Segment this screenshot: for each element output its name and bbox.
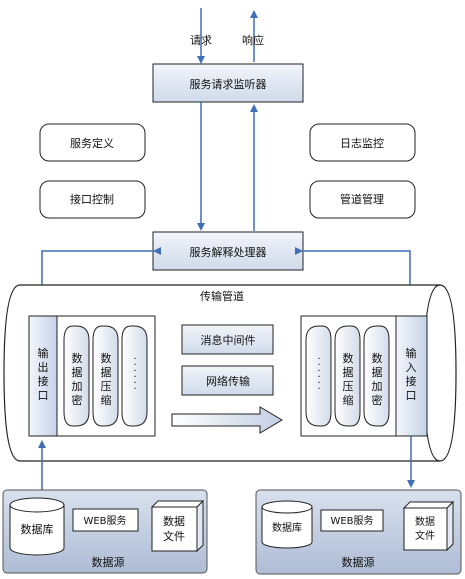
dot: · bbox=[133, 360, 136, 371]
right-process-group: · · · · · · 数 据 压 缩 数 据 加 密 输 入 接 bbox=[300, 315, 428, 437]
web-service-label: WEB服务 bbox=[330, 514, 373, 527]
dot: · bbox=[317, 360, 320, 371]
dot: · bbox=[317, 384, 320, 395]
data-compress-char: 数 bbox=[101, 352, 112, 365]
data-file-label: 文件 bbox=[163, 529, 185, 543]
dot: · bbox=[133, 372, 136, 383]
input-interface-char: 入 bbox=[406, 361, 417, 374]
input-interface-char: 输 bbox=[406, 346, 417, 360]
more-steps-capsule: · · · · · · bbox=[305, 325, 332, 427]
dot: · bbox=[133, 378, 136, 389]
output-interface-char: 接 bbox=[38, 375, 49, 388]
service-request-listener: 服务请求监听器 bbox=[152, 63, 304, 103]
interface-control-label: 接口控制 bbox=[70, 192, 114, 206]
data-encrypt-capsule: 数 据 加 密 bbox=[363, 325, 390, 427]
data-encrypt-char: 数 bbox=[372, 352, 383, 365]
database-icon: 数据库 bbox=[9, 497, 65, 556]
database-icon: 数据库 bbox=[261, 500, 313, 549]
dot: · bbox=[133, 366, 136, 377]
more-steps-capsule: · · · · · · bbox=[121, 325, 148, 427]
dot: · bbox=[133, 354, 136, 365]
web-service-doc: WEB服务 bbox=[320, 509, 384, 532]
data-compress-char: 据 bbox=[343, 365, 354, 379]
data-compress-char: 缩 bbox=[101, 394, 112, 407]
left-process-group: 输 出 接 口 数 据 加 密 数 据 压 缩 · · · · · bbox=[28, 315, 156, 437]
database-label: 数据库 bbox=[272, 521, 302, 534]
service-definition-label: 服务定义 bbox=[70, 136, 114, 150]
input-interface-char: 口 bbox=[406, 389, 417, 402]
dot: · bbox=[317, 378, 320, 389]
output-interface: 输 出 接 口 bbox=[28, 315, 58, 437]
data-compress-capsule: 数 据 压 缩 bbox=[334, 325, 361, 427]
service-parser: 服务解释处理器 bbox=[152, 231, 304, 271]
dot: · bbox=[317, 372, 320, 383]
data-encrypt-char: 据 bbox=[372, 365, 383, 379]
data-compress-char: 压 bbox=[343, 380, 354, 393]
output-interface-char: 出 bbox=[38, 360, 49, 374]
data-compress-char: 数 bbox=[343, 352, 354, 365]
output-interface-char: 输 bbox=[38, 346, 49, 360]
log-monitor-box: 日志监控 bbox=[309, 123, 416, 162]
dot: · bbox=[133, 384, 136, 395]
data-source-caption: 数据源 bbox=[92, 555, 125, 569]
data-source-caption: 数据源 bbox=[342, 555, 375, 569]
web-service-label: WEB服务 bbox=[83, 514, 126, 527]
data-encrypt-capsule: 数 据 加 密 bbox=[63, 325, 90, 427]
response-label: 响应 bbox=[242, 33, 264, 47]
network-transfer-label: 网络传输 bbox=[206, 374, 250, 388]
data-file-label: 数据 bbox=[415, 515, 435, 528]
data-compress-char: 缩 bbox=[343, 394, 354, 407]
data-encrypt-char: 密 bbox=[372, 393, 383, 407]
message-middleware-label: 消息中间件 bbox=[201, 333, 256, 347]
data-encrypt-char: 数 bbox=[72, 352, 83, 365]
dot: · bbox=[317, 354, 320, 365]
input-interface-char: 接 bbox=[406, 375, 417, 388]
data-compress-char: 压 bbox=[101, 380, 112, 393]
log-monitor-label: 日志监控 bbox=[340, 136, 384, 150]
pipe-title: 传输管道 bbox=[200, 289, 244, 303]
data-file-label: 文件 bbox=[415, 529, 435, 542]
request-label: 请求 bbox=[190, 34, 212, 47]
pipe-management-box: 管道管理 bbox=[309, 180, 416, 219]
input-interface: 输 入 接 口 bbox=[395, 315, 428, 437]
output-interface-char: 口 bbox=[38, 389, 49, 402]
database-label: 数据库 bbox=[21, 522, 54, 536]
parser-label: 服务解释处理器 bbox=[190, 245, 267, 259]
data-file-box: 数据 文件 bbox=[402, 500, 455, 552]
data-compress-char: 据 bbox=[101, 365, 112, 379]
dot: · bbox=[317, 366, 320, 377]
listener-label: 服务请求监听器 bbox=[190, 78, 267, 91]
data-file-label: 数据 bbox=[163, 514, 185, 528]
web-service-doc: WEB服务 bbox=[72, 508, 139, 532]
data-encrypt-char: 加 bbox=[72, 380, 83, 393]
network-transfer-box: 网络传输 bbox=[181, 365, 274, 396]
pipe-management-label: 管道管理 bbox=[340, 192, 384, 206]
data-file-box: 数据 文件 bbox=[150, 499, 205, 553]
interface-control-box: 接口控制 bbox=[39, 180, 146, 219]
right-data-source: 数据库 WEB服务 数据 文件 数据源 bbox=[255, 489, 462, 575]
data-compress-capsule: 数 据 压 缩 bbox=[92, 325, 119, 427]
data-encrypt-char: 加 bbox=[372, 380, 383, 393]
transfer-direction-arrow bbox=[171, 406, 283, 434]
left-data-source: 数据库 WEB服务 数据 文件 数据源 bbox=[2, 489, 208, 574]
service-definition-box: 服务定义 bbox=[39, 123, 146, 162]
data-encrypt-char: 密 bbox=[72, 393, 83, 407]
message-middleware-box: 消息中间件 bbox=[181, 324, 274, 355]
data-encrypt-char: 据 bbox=[72, 365, 83, 379]
